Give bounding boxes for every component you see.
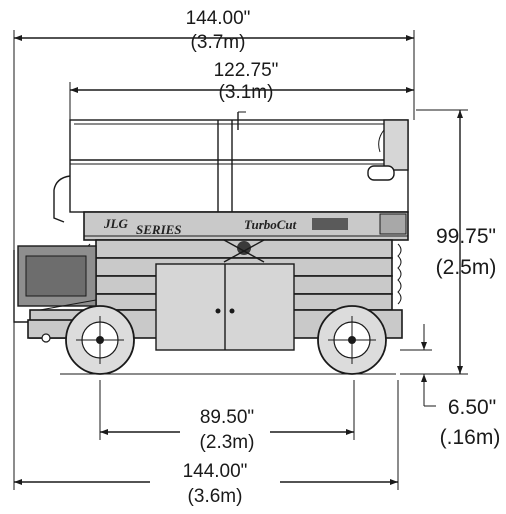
height-dimension: 99.75" (2.5m) [400, 109, 497, 375]
bottom-overall-meters: (3.6m) [188, 486, 243, 507]
brand-decal: JLG [103, 216, 128, 231]
platform-guard-rails [53, 111, 409, 223]
rear-wheel [317, 305, 387, 375]
platform-dimension: 122.75" (3.1m) [69, 60, 414, 120]
platform-meters: (3.1m) [219, 82, 274, 103]
top-overall-meters: (3.7m) [191, 32, 246, 53]
model-decal: SERIES [136, 222, 182, 237]
bottom-overall-inches: 144.00" [183, 461, 248, 482]
platform-inches: 122.75" [214, 60, 279, 81]
top-overall-inches: 144.00" [186, 8, 251, 29]
height-inches: 99.75" [436, 225, 496, 248]
wheelbase-dimension: 89.50" (2.3m) [99, 380, 355, 454]
clearance-dimension: 6.50" (.16m) [400, 324, 500, 449]
clearance-meters: (.16m) [440, 426, 501, 449]
clearance-inches: 6.50" [448, 396, 496, 419]
platform-deck: JLG SERIES TurboCut [83, 211, 409, 241]
control-box [383, 119, 409, 171]
front-wheel [65, 305, 135, 375]
wheelbase-meters: (2.3m) [200, 432, 255, 453]
bottom-overall-dimension: 144.00" (3.6m) [14, 380, 399, 514]
top-overall-dimension: 144.00" (3.7m) [13, 8, 415, 490]
scissor-lift-machine: JLG SERIES TurboCut [13, 111, 409, 375]
height-meters: (2.5m) [436, 256, 497, 279]
right-decal: TurboCut [244, 217, 297, 232]
wheelbase-inches: 89.50" [200, 407, 254, 428]
